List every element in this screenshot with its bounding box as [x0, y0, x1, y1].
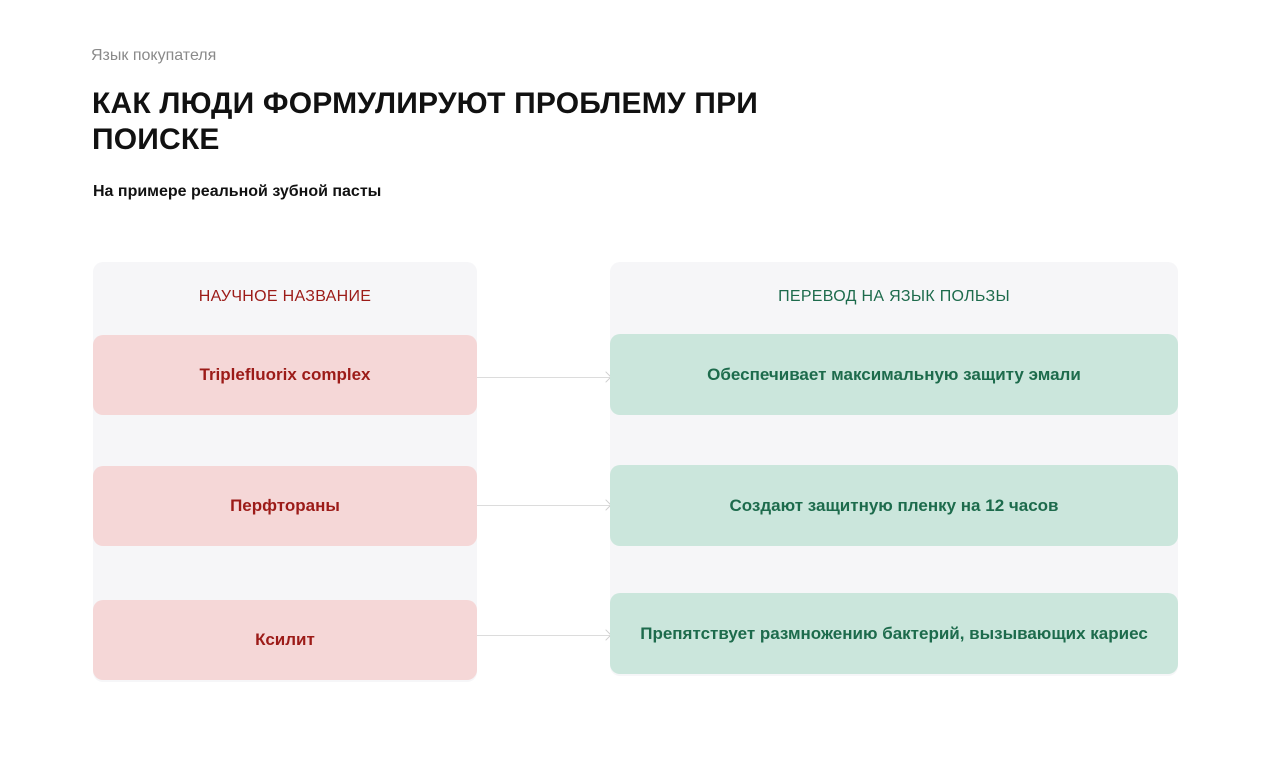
scientific-name-text: Triplefluorix complex: [199, 365, 371, 384]
benefit-card: Препятствует размножению бактерий, вызыв…: [610, 593, 1178, 674]
arrow-connector: [477, 635, 610, 636]
scientific-name-header: НАУЧНОЕ НАЗВАНИЕ: [198, 288, 372, 305]
scientific-name-card: Triplefluorix complex: [93, 335, 477, 415]
scientific-name-text: Перфтораны: [230, 496, 340, 515]
arrow-connector: [477, 377, 610, 378]
benefit-card: Обеспечивает максимальную защиту эмали: [610, 334, 1178, 415]
benefit-card: Создают защитную пленку на 12 часов: [610, 465, 1178, 546]
scientific-name-text: Ксилит: [255, 630, 315, 649]
arrow-connector: [477, 505, 610, 506]
scientific-name-card: Ксилит: [93, 600, 477, 680]
page-subtitle: На примере реальной зубной пасты: [93, 183, 382, 200]
eyebrow-label: Язык покупателя: [91, 47, 217, 64]
benefit-text: Обеспечивает максимальную защиту эмали: [707, 364, 1081, 384]
scientific-name-card: Перфтораны: [93, 466, 477, 546]
benefit-text: Препятствует размножению бактерий, вызыв…: [640, 623, 1148, 643]
benefit-text: Создают защитную пленку на 12 часов: [729, 495, 1059, 515]
page-title: КАК ЛЮДИ ФОРМУЛИРУЮТ ПРОБЛЕМУ ПРИ ПОИСКЕ: [92, 87, 759, 156]
benefit-header: ПЕРЕВОД НА ЯЗЫК ПОЛЬЗЫ: [778, 288, 1010, 305]
